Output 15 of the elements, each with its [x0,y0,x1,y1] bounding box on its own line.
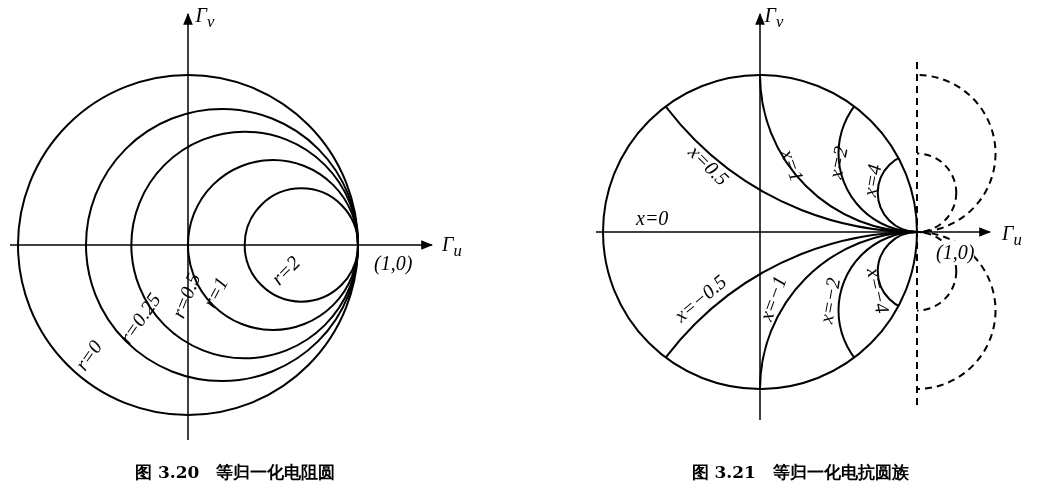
curve-label: x=4 [858,162,887,198]
figure-caption: 图 3.21 等归一化电抗圆族 [691,460,909,484]
curve-label: x=−4 [861,265,894,315]
axis-label: Γ$_{v}$ [764,4,784,32]
axis-label: Γ$_{u}$ [442,233,462,261]
curve-label: r=0.5 [166,269,206,321]
axis-label: Γ$_{v}$ [195,4,215,32]
curve-label: r=0 [69,335,107,375]
axis-label: Γ$_{u}$ [1002,222,1022,250]
curve-label: x=−1 [754,272,792,324]
figure-caption: 图 3.20 等归一化电阻圆 [135,460,336,484]
curve-label: x=−2 [814,275,846,325]
curve-label: x=0 [636,206,669,230]
curve-label: r=2 [265,250,305,290]
point-label: (1,0) [936,240,975,264]
